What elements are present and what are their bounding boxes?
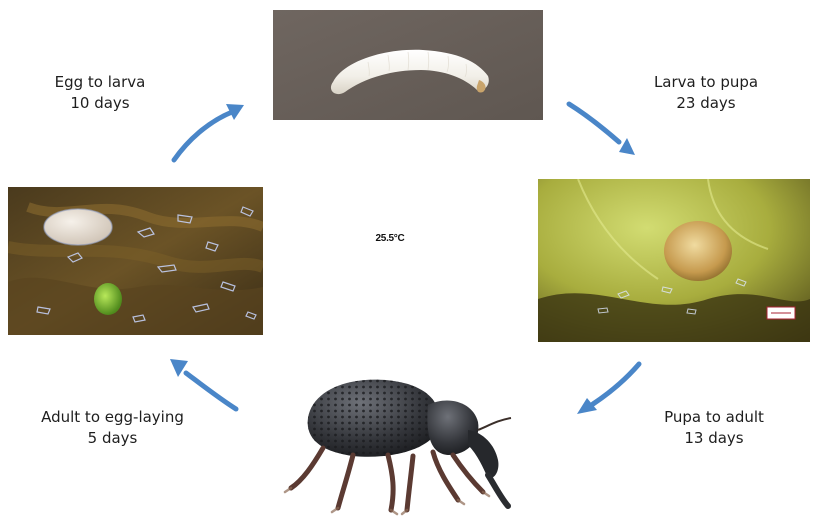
stage-title: Larva to pupa [626,72,786,93]
adult-weevil-photo [283,360,523,519]
arrow-egg-to-larva-icon [168,100,248,165]
stage-title: Pupa to adult [634,407,794,428]
stage-title: Egg to larva [20,72,180,93]
temperature-label: 25.5°C [355,233,425,244]
label-egg-to-larva: Egg to larva 10 days [20,72,180,114]
egg-photo [8,187,263,335]
arrow-adult-to-egg-icon [168,355,240,415]
label-pupa-to-adult: Pupa to adult 13 days [634,407,794,449]
stage-duration: 23 days [626,93,786,114]
stage-duration: 13 days [634,428,794,449]
stage-duration: 5 days [0,428,225,449]
larva-photo [273,10,543,120]
stage-title: Adult to egg-laying [0,407,225,428]
label-larva-to-pupa: Larva to pupa 23 days [626,72,786,114]
pupa-photo [538,179,810,342]
stage-duration: 10 days [20,93,180,114]
label-adult-to-egg-laying: Adult to egg-laying 5 days [0,407,225,449]
